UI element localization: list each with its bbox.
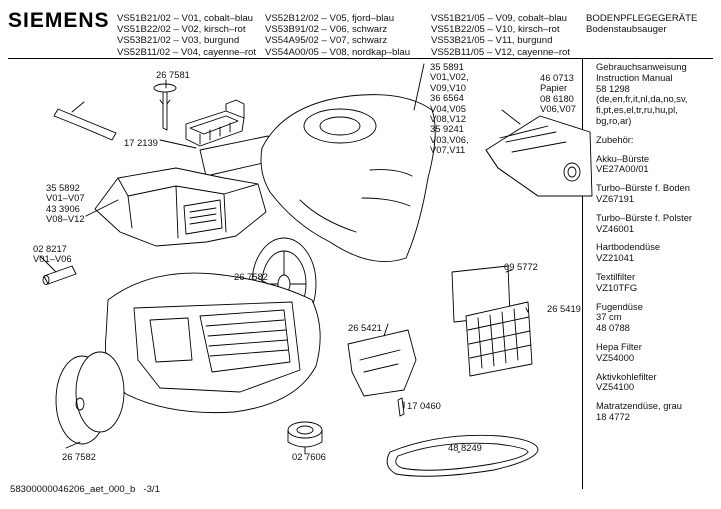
top-cover-part	[260, 94, 436, 263]
part-label: 09 5772	[504, 261, 538, 272]
accessory-line: 58 1298	[596, 82, 630, 94]
title-product: Bodenstaubsauger	[586, 24, 667, 36]
model-entry: VS51B22/05 – V10, kirsch–rot	[431, 24, 560, 36]
accessory-line: Matratzendüse, grau	[596, 400, 682, 412]
spike-holder-part	[153, 83, 177, 131]
accessory-line: VZ54100	[596, 381, 635, 393]
document-id: 58300000046206_aet_000_b	[10, 484, 136, 495]
model-entry: VS51B21/02 – V01, cobalt–blau	[117, 13, 254, 24]
part-label: 17 0460	[407, 400, 441, 411]
column-divider	[582, 59, 583, 489]
accessory-line: Hartbodendüse	[596, 241, 661, 253]
model-entry: VS54A95/02 – V07, schwarz	[265, 35, 388, 47]
seal-strip-part	[53, 108, 117, 141]
model-entry: VS53B21/02 – V03, burgund	[117, 35, 240, 47]
part-label: 17 2139	[124, 137, 158, 148]
accessory-line: VZ54000	[596, 351, 635, 363]
page-number: -3/1	[143, 484, 160, 495]
accessory-line: 37 cm	[596, 311, 622, 323]
model-entry: VS51B21/05 – V09, cobalt–blau	[431, 13, 568, 24]
accessory-line: (de,en,fr,it,nl,da,no,sv,	[596, 93, 688, 105]
part-label: 26 7582	[234, 271, 268, 282]
main-body-part	[105, 272, 321, 414]
part-label: 26 5419	[547, 303, 581, 314]
accessory-line: Turbo–Bürste f. Boden	[596, 182, 690, 194]
bracket-part	[347, 329, 417, 397]
part-label: 26 5421	[348, 322, 382, 333]
model-entry: VS53B91/02 – V06, schwarz	[265, 24, 388, 36]
model-entry: VS51B22/02 – V02, kirsch–rot	[117, 24, 246, 36]
model-entry: VS52B11/05 – V12, cayenne–rot	[431, 46, 571, 58]
title-category: BODENPFLEGEGERÄTE	[586, 13, 698, 24]
front-wheel-part	[55, 351, 125, 445]
accessory-line: VZ46001	[596, 222, 635, 234]
footer: 58300000046206_aet_000_b -3/1	[10, 484, 160, 495]
accessory-line: Turbo–Bürste f. Polster	[596, 211, 693, 223]
grid-frame-part	[465, 301, 533, 377]
model-list-col3: VS51B21/05 – V09, cobalt–blau VS51B22/05…	[431, 13, 570, 58]
accessory-line: VZ67191	[596, 192, 635, 204]
accessory-group: Zubehör:	[596, 133, 718, 146]
gasket-part	[386, 434, 539, 477]
header-divider	[8, 58, 713, 59]
filter-holder-part	[185, 99, 245, 147]
clip-part	[397, 397, 405, 417]
model-list-col2: VS52B12/02 – V05, fjord–blau VS53B91/02 …	[265, 13, 410, 58]
model-entry: VS52B11/02 – V04, cayenne–rot	[117, 46, 257, 58]
accessory-line: VZ21041	[596, 252, 635, 264]
part-label: 02 7606	[292, 451, 326, 462]
part-label: 26 7581	[156, 69, 190, 80]
model-entry: VS54A00/05 – V08, nordkap–blau	[265, 46, 411, 58]
accessory-line: Gebrauchsanweisung	[596, 61, 687, 72]
accessory-line: Aktivkohlefilter	[596, 370, 657, 382]
accessory-line: 18 4772	[596, 410, 630, 422]
part-label: 26 7582	[62, 451, 96, 462]
accessory-line: Textilfilter	[596, 270, 636, 282]
castor-part	[287, 421, 323, 448]
accessory-line: Instruction Manual	[596, 71, 673, 83]
document-title: BODENPFLEGEGERÄTE Bodenstaubsauger	[586, 13, 697, 35]
accessory-line: Akku–Bürste	[596, 152, 650, 164]
paper-bag-part	[485, 115, 593, 197]
chassis-top-part	[94, 167, 267, 247]
accessory-line: VZ10TFG	[596, 281, 638, 293]
accessory-line: bg,ro,ar)	[596, 114, 632, 126]
model-entry: VS53B21/05 – V11, burgund	[431, 35, 553, 47]
model-list-col1: VS51B21/02 – V01, cobalt–blau VS51B22/02…	[117, 13, 256, 58]
accessory-line: fi,pt,es,el,tr,ru,hu,pl,	[596, 104, 678, 116]
accessory-line: Zubehör:	[596, 133, 634, 145]
model-entry: VS52B12/02 – V05, fjord–blau	[265, 13, 395, 24]
part-label: 48 8249	[448, 442, 482, 453]
accessory-line: VE27A00/01	[596, 163, 649, 175]
cylinder-part	[42, 265, 77, 285]
brand-logo: SIEMENS	[8, 9, 110, 32]
accessory-line: 48 0788	[596, 322, 630, 334]
accessory-line: Fugendüse	[596, 300, 643, 312]
accessory-line: Hepa Filter	[596, 340, 642, 352]
